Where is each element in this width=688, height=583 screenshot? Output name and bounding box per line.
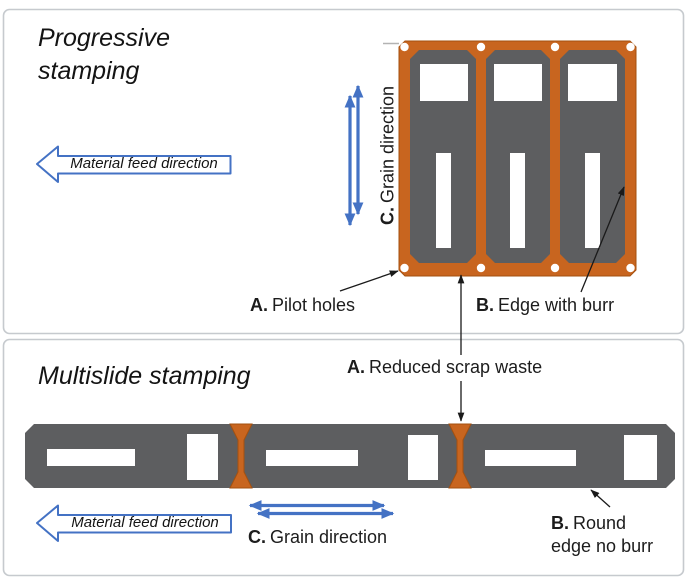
- edge-burr-leader-arrow: [580, 186, 625, 293]
- multislide-title: Multislide stamping: [38, 362, 251, 390]
- strip-slot-cutout: [266, 450, 358, 466]
- round-edge-leader-arrow: [590, 489, 611, 508]
- pilot-hole: [550, 42, 560, 52]
- grain-label-prefix: C.: [248, 527, 266, 547]
- feed-direction-arrow: [36, 145, 232, 183]
- multislide-section-frame: [2, 338, 685, 577]
- feed-direction-label-bottom: Material feed direction: [71, 514, 219, 531]
- progressive-title: Progressive stamping: [38, 24, 170, 85]
- pilot-hole: [476, 263, 486, 273]
- round-edge-text: Round edge no burr: [551, 513, 654, 557]
- strip-window-cutout: [624, 435, 657, 480]
- pilot-hole: [400, 42, 409, 52]
- grain-label-prefix: C.: [377, 207, 398, 226]
- pilot-holes-leader-arrow: [339, 270, 399, 292]
- part3-slot-cutout: [585, 153, 600, 248]
- progressive-section-frame: [2, 8, 685, 335]
- pilot-hole: [626, 42, 635, 52]
- strip-slot-cutout: [47, 449, 135, 466]
- scrap-waste-prefix: A.: [347, 357, 365, 377]
- edge-burr-text: Edge with burr: [498, 295, 615, 315]
- scrap-waste-label: A.Reduced scrap waste: [347, 356, 542, 379]
- part3-window-cutout: [568, 64, 617, 101]
- grain-label-text: Grain direction: [270, 527, 388, 547]
- pilot-hole: [400, 263, 409, 273]
- pilot-holes-label: A.Pilot holes: [250, 294, 355, 317]
- pilot-hole: [626, 263, 635, 273]
- pilot-hole: [476, 42, 486, 52]
- pilot-holes-prefix: A.: [250, 295, 268, 315]
- round-edge-label: B.Round edge no burr: [551, 512, 665, 558]
- part2-slot-cutout: [510, 153, 525, 248]
- round-edge-prefix: B.: [551, 513, 569, 533]
- edge-burr-label: B.Edge with burr: [476, 294, 614, 317]
- feed-direction-label-top: Material feed direction: [70, 155, 218, 172]
- strip-slot-cutout: [485, 450, 576, 466]
- grain-direction-label-top: C. Grain direction: [376, 76, 399, 236]
- part1-window-cutout: [420, 64, 468, 101]
- strip-window-cutout: [408, 435, 438, 480]
- feed-direction-arrow: [36, 504, 232, 542]
- strip-window-cutout: [187, 434, 218, 480]
- grain-direction-label-bottom: C.Grain direction: [248, 526, 387, 549]
- scrap-connector: [229, 423, 253, 489]
- scrap-waste-text: Reduced scrap waste: [369, 357, 543, 377]
- part2-window-cutout: [494, 64, 542, 101]
- grain-label-text: Grain direction: [377, 85, 398, 204]
- edge-burr-prefix: B.: [476, 295, 494, 315]
- scrap-connector: [448, 423, 472, 489]
- pilot-holes-text: Pilot holes: [272, 295, 356, 315]
- part1-slot-cutout: [436, 153, 451, 248]
- pilot-hole: [550, 263, 560, 273]
